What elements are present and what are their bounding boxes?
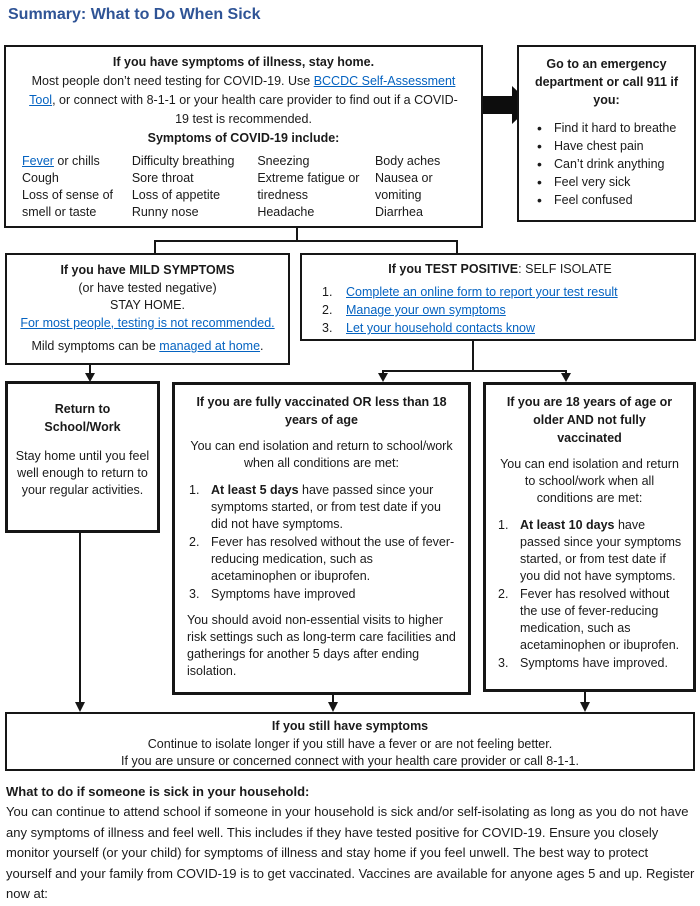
return-box-body: Stay home until you feel well enough to …	[15, 449, 150, 497]
symptoms-list-heading: Symptoms of COVID-19 include:	[147, 131, 340, 145]
emergency-bullet: Feel confused	[537, 191, 688, 209]
bccdc-self-assessment-link[interactable]: BCCDC Self-Assessment Tool	[29, 74, 456, 107]
test-positive-heading: If you TEST POSITIVE: SELF ISOLATE	[316, 262, 684, 276]
vaccinated-box: If you are fully vaccinated OR less than…	[172, 382, 471, 695]
still-symptoms-line1: Continue to isolate longer if you still …	[147, 736, 553, 751]
symptom-item: Extreme fatigue or tiredness	[257, 171, 360, 202]
symptoms-box: If you have symptoms of illness, stay ho…	[4, 45, 483, 228]
test-positive-steps: Complete an online form to report your t…	[322, 283, 684, 337]
condition-rest-text: have passed since your symptoms started,…	[211, 483, 441, 531]
intro-text-pre: Most people don’t need testing for COVID…	[31, 74, 314, 88]
intro-text-post: , or connect with 8-1-1 or your health c…	[52, 93, 458, 126]
symptom-item: Body aches	[374, 154, 441, 168]
vaccinated-conditions: At least 5 days have passed since your s…	[187, 482, 456, 603]
household-heading: What to do if someone is sick in your ho…	[6, 784, 310, 799]
vaccinated-box-intro: You can end isolation and return to scho…	[190, 439, 453, 470]
symptom-item: Loss of sense of smell or taste	[22, 188, 114, 219]
mild-symptoms-box: If you have MILD SYMPTOMS (or have teste…	[5, 253, 290, 365]
symptom-item: Headache	[257, 205, 315, 219]
emergency-bullet: Feel very sick	[537, 173, 688, 191]
symptom-item: Runny nose	[131, 205, 199, 219]
connector-arrowheads	[75, 373, 590, 712]
symptom-item: Diarrhea	[374, 205, 423, 219]
symptoms-grid: Fever or chills Cough Loss of sense of s…	[14, 153, 473, 221]
return-box: Return to School/Work Stay home until yo…	[5, 381, 160, 533]
household-body: You can continue to attend school if som…	[6, 804, 695, 901]
testing-not-recommended-line: For most people, testing is not recommen…	[7, 315, 288, 333]
test-positive-step: Complete an online form to report your t…	[322, 283, 684, 301]
test-positive-heading-bold: If you TEST POSITIVE	[388, 262, 519, 276]
emergency-bullet: Find it hard to breathe	[537, 119, 688, 137]
managed-text-post: .	[260, 339, 264, 353]
connector-lines	[79, 228, 586, 703]
test-positive-box: If you TEST POSITIVE: SELF ISOLATE Compl…	[300, 253, 696, 341]
fever-link[interactable]: Fever	[22, 154, 54, 168]
symptom-item: Cough	[22, 171, 59, 185]
unvaccinated-box-heading: If you are 18 years of age or older AND …	[506, 395, 673, 445]
test-positive-heading-rest: : SELF ISOLATE	[518, 262, 612, 276]
symptom-item: Nausea or vomiting	[374, 171, 433, 202]
mild-box-heading: If you have MILD SYMPTOMS	[60, 263, 235, 277]
page-title: Summary: What to Do When Sick	[8, 6, 261, 23]
symptom-item: Sneezing	[257, 154, 310, 168]
vaccinated-condition: Fever has resolved without the use of fe…	[189, 534, 455, 583]
symptom-item: Difficulty breathing	[131, 154, 235, 168]
vaccinated-condition: At least 5 days have passed since your s…	[189, 482, 456, 533]
condition-bold-text: At least 5 days	[211, 483, 299, 497]
test-positive-step: Let your household contacts know	[322, 319, 684, 337]
still-symptoms-heading: If you still have symptoms	[271, 719, 429, 733]
unvaccinated-conditions: At least 10 days have passed since your …	[496, 517, 683, 672]
mild-box-stay-home: STAY HOME.	[109, 298, 185, 312]
household-section: What to do if someone is sick in your ho…	[6, 782, 696, 906]
still-symptoms-box: If you still have symptoms Continue to i…	[5, 712, 695, 771]
testing-not-recommended-link[interactable]: For most people, testing is not recommen…	[20, 315, 275, 330]
symptoms-column-3: Sneezing Extreme fatigue or tiredness He…	[257, 153, 375, 221]
unvaccinated-box: If you are 18 years of age or older AND …	[483, 382, 696, 692]
unvaccinated-condition: At least 10 days have passed since your …	[498, 517, 683, 585]
symptoms-column-4: Body aches Nausea or vomiting Diarrhea	[375, 153, 473, 221]
household-contacts-link[interactable]: Let your household contacts know	[346, 321, 536, 335]
unvaccinated-condition: Symptoms have improved.	[498, 655, 668, 672]
vaccinated-box-heading: If you are fully vaccinated OR less than…	[196, 395, 447, 427]
symptoms-box-intro: Most people don’t need testing for COVID…	[24, 72, 464, 129]
unvaccinated-condition: Fever has resolved without the use of fe…	[498, 586, 680, 652]
symptom-item: Loss of appetite	[131, 188, 221, 202]
mild-box-subline: (or have tested negative)	[78, 280, 217, 295]
return-box-heading: Return to School/Work	[44, 402, 121, 434]
vaccinated-box-footer: You should avoid non-essential visits to…	[187, 613, 456, 678]
symptoms-box-heading: If you have symptoms of illness, stay ho…	[112, 55, 375, 69]
symptom-item: Sore throat	[131, 171, 194, 185]
emergency-box: Go to an emergency department or call 91…	[517, 45, 696, 222]
condition-rest-text: have passed since your symptoms started,…	[520, 518, 682, 583]
emergency-bullet-list: Find it hard to breathe Have chest pain …	[525, 119, 688, 209]
emergency-bullet: Have chest pain	[537, 137, 688, 155]
managed-at-home-link[interactable]: managed at home	[159, 339, 261, 353]
managed-text-pre: Mild symptoms can be	[31, 339, 160, 353]
manage-symptoms-link[interactable]: Manage your own symptoms	[346, 303, 506, 317]
emergency-bullet: Can’t drink anything	[537, 155, 688, 173]
emergency-box-heading: Go to an emergency department or call 91…	[534, 57, 679, 107]
symptoms-column-2: Difficulty breathing Sore throat Loss of…	[132, 153, 258, 221]
test-positive-step: Manage your own symptoms	[322, 301, 684, 319]
report-test-result-link[interactable]: Complete an online form to report your t…	[346, 285, 618, 299]
symptom-item: Fever or chills	[22, 153, 132, 170]
symptoms-column-1: Fever or chills Cough Loss of sense of s…	[22, 153, 132, 221]
still-symptoms-line2: If you are unsure or concerned connect w…	[121, 754, 579, 768]
unvaccinated-box-intro: You can end isolation and return to scho…	[500, 457, 679, 505]
vaccinated-condition: Symptoms have improved	[189, 586, 356, 603]
managed-at-home-line: Mild symptoms can be managed at home.	[7, 338, 288, 356]
symptom-item-label: or chills	[53, 154, 100, 168]
condition-bold-text: At least 10 days	[520, 518, 615, 532]
